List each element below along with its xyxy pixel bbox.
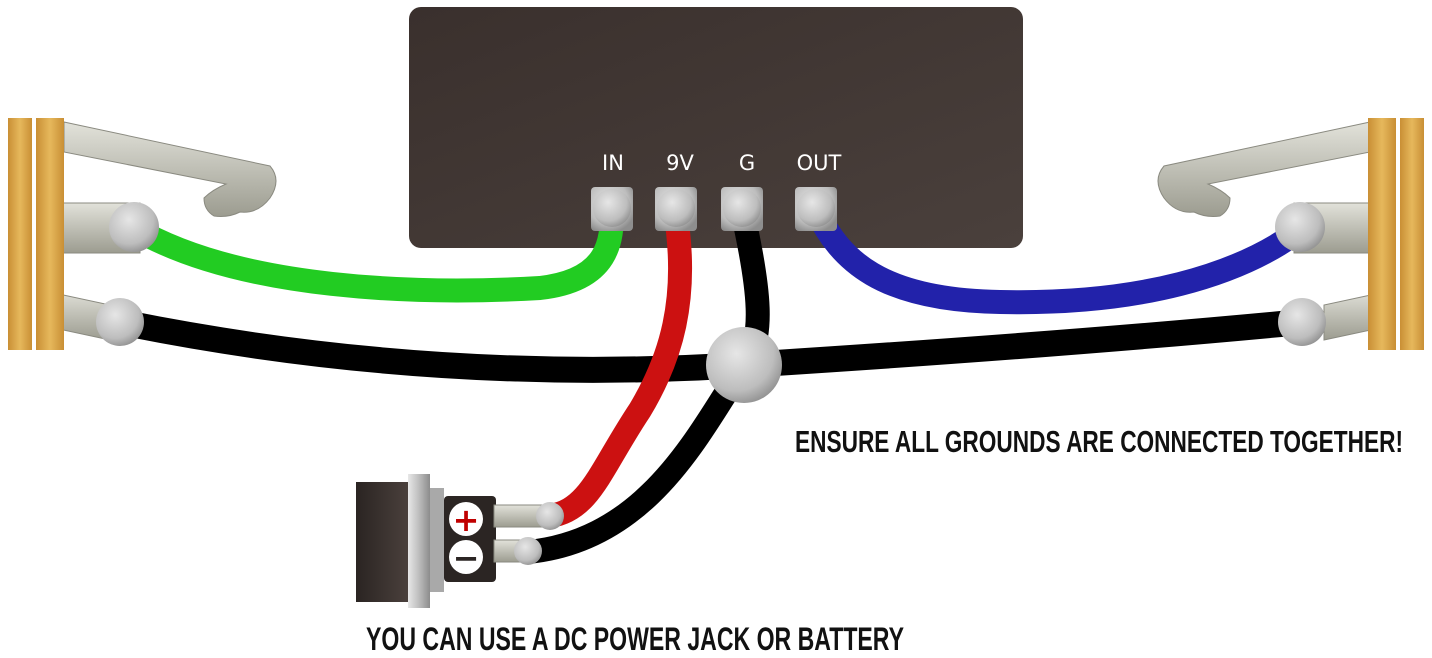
input-tip-solder [109,202,159,252]
output-wire [804,198,1312,315]
module-body [409,7,1023,248]
dc-positive-solder [536,502,564,530]
input-sleeve-solder [96,298,144,346]
output-jack-spring-lever [1157,121,1371,217]
pin-label-g: G [739,151,755,175]
pin-out-solder [797,189,835,227]
module-pins [591,187,837,231]
output-tip-solder [1275,202,1325,252]
dc-jack-thread [430,488,444,592]
dc-jack-nut [408,474,430,608]
power-wire [538,198,693,528]
input-wire [122,198,624,303]
pin-9v-solder [657,189,695,227]
positive-symbol-badge [449,502,483,536]
output-jack-body [1368,118,1396,350]
solder-joints [96,202,1326,565]
pin-label-in: IN [602,151,624,175]
negative-symbol-badge [449,540,483,574]
positive-symbol: + [453,501,480,539]
power-note: YOU CAN USE A DC POWER JACK OR BATTERY [366,621,904,657]
output-jack-washer [1400,118,1424,350]
output-sleeve-solder [1278,298,1326,346]
input-jack-washer [8,118,32,350]
input-jack-spring-lever [63,121,277,217]
pin-g-solder [723,189,761,227]
dc-negative-solder [514,537,542,565]
ground-note: ENSURE ALL GROUNDS ARE CONNECTED TOGETHE… [795,424,1403,459]
input-jack-body [36,118,64,350]
negative-symbol: − [453,539,480,577]
dc-jack-body [356,482,408,602]
pin-in-solder [593,189,631,227]
pin-label-9v: 9V [666,151,694,175]
effect-module: IN 9V G OUT [409,7,1023,248]
ground-junction-solder [706,327,782,403]
pin-label-out: OUT [797,151,842,175]
dc-power-jack: + − [356,474,551,608]
